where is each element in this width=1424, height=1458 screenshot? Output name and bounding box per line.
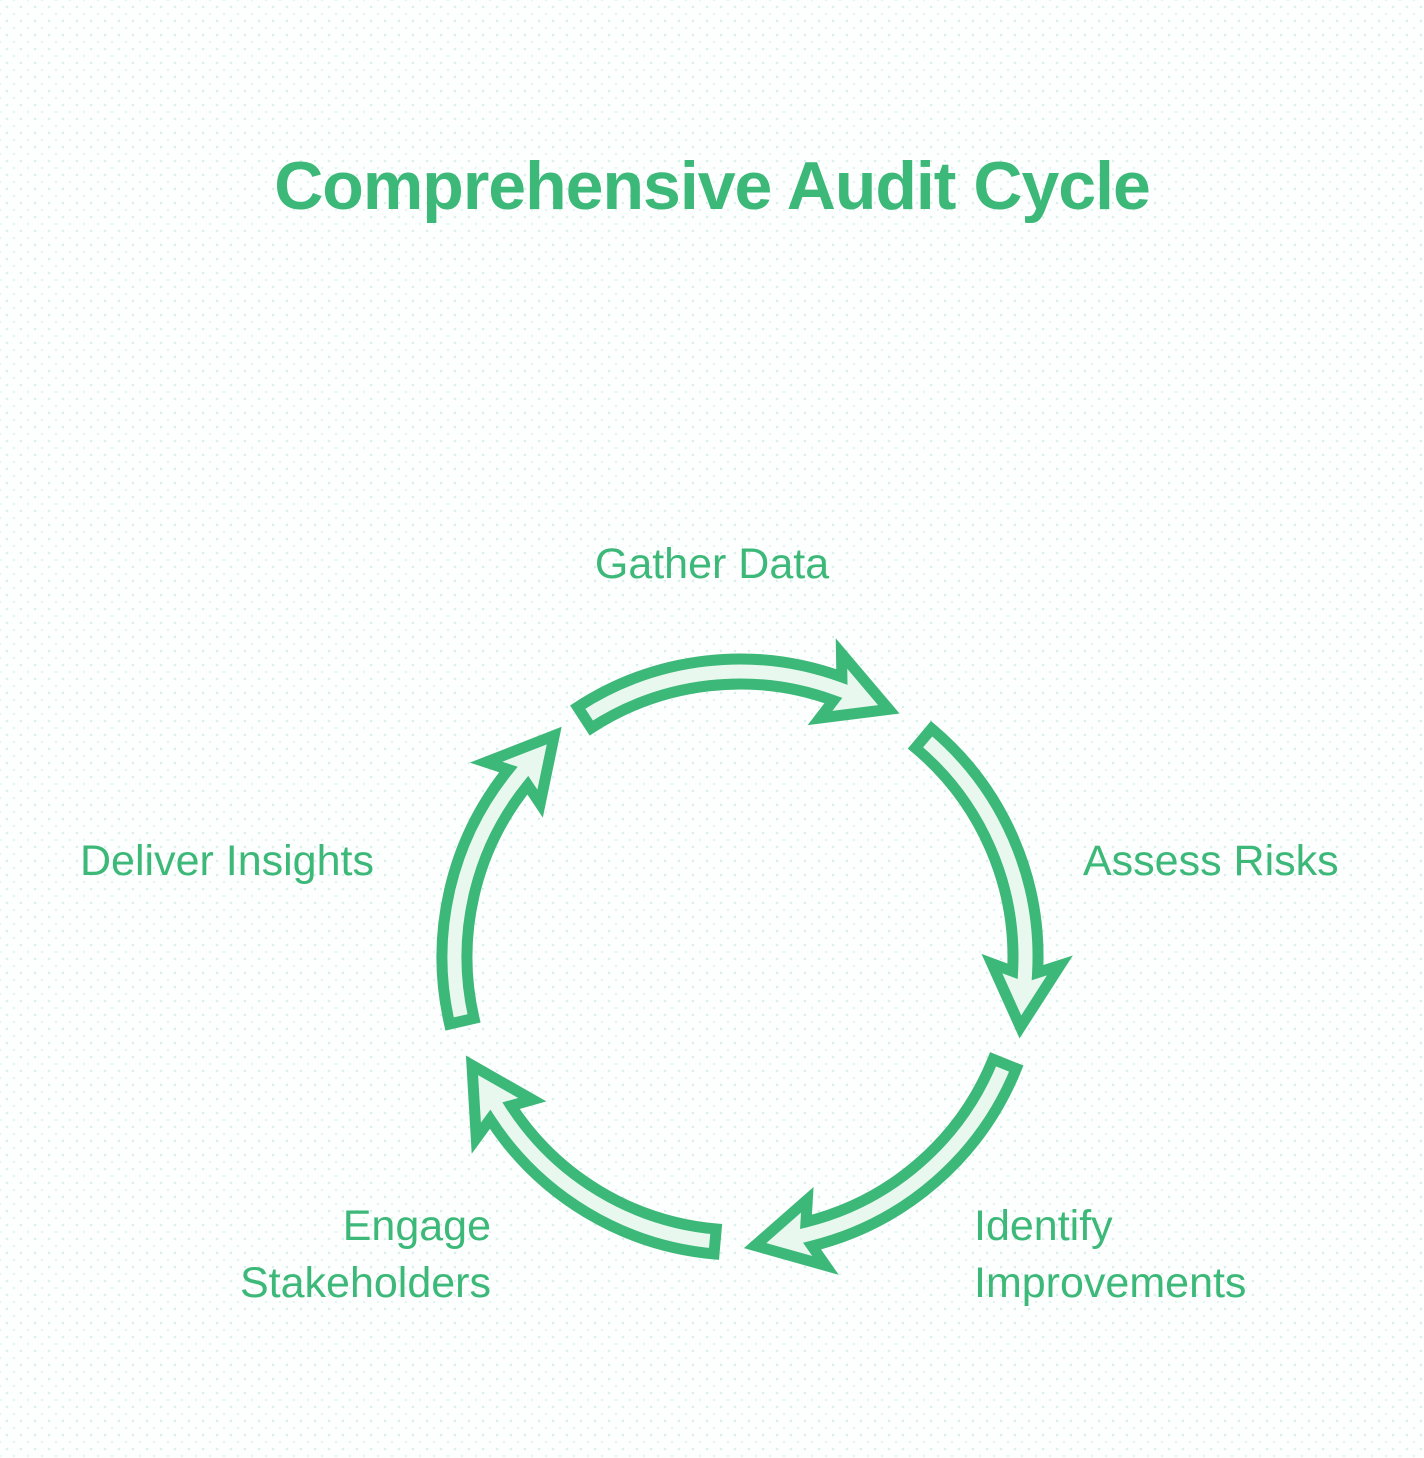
diagram-title: Comprehensive Audit Cycle: [274, 148, 1151, 224]
step-label-deliver-insights: Deliver Insights: [80, 837, 374, 885]
cycle-arrow-segment: [743, 1052, 1024, 1275]
cycle-arrow-segment: [570, 638, 900, 736]
step-label-engage-stakeholders: Engage Stakeholders: [240, 1202, 491, 1307]
cycle-arrow-segment: [436, 726, 562, 1031]
step-label-identify-improvements: Identify Improvements: [974, 1202, 1247, 1307]
cycle-arrow-segment: [907, 720, 1073, 1039]
cycle-arrow-segment: [465, 1055, 723, 1260]
step-label-gather-data: Gather Data: [594, 540, 830, 588]
step-label-assess-risks: Assess Risks: [1083, 837, 1339, 885]
